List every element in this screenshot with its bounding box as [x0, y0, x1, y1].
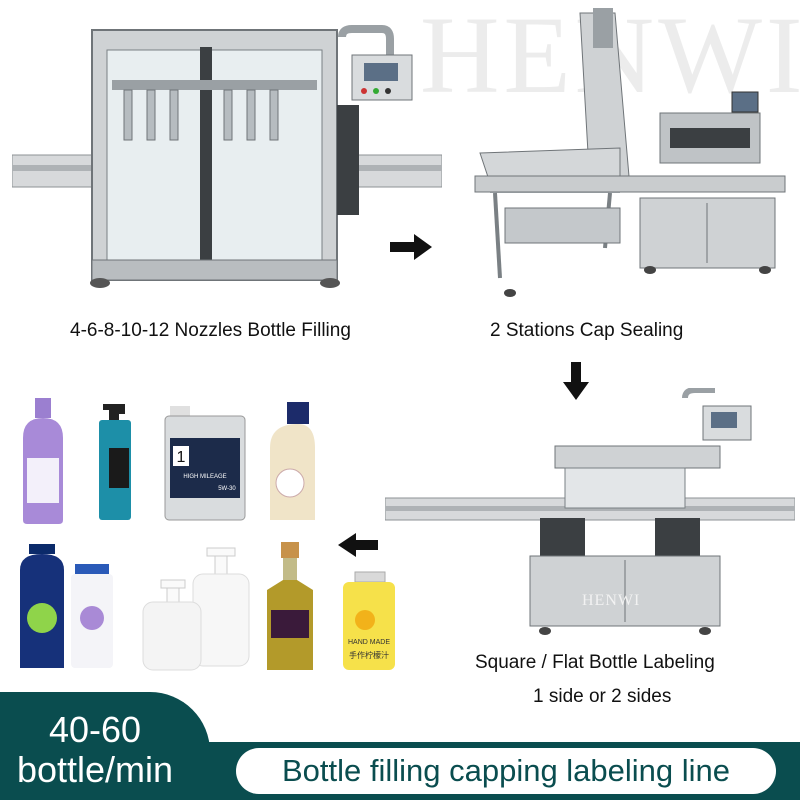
shampoo-bottle-icon — [20, 544, 64, 668]
juice-jar-icon — [343, 571, 395, 670]
oil-can-grade: 5W-30 — [218, 486, 236, 492]
arrow-left-icon — [338, 533, 378, 557]
filling-machine-image — [12, 25, 442, 288]
conditioner-bottle-icon — [71, 564, 113, 668]
detergent-bottle-icon — [270, 402, 315, 520]
lavender-bottle-icon — [23, 398, 63, 524]
product-bottles-row2: HAND MADE 手作柠檬汁 — [20, 542, 395, 671]
oil-can-icon — [164, 406, 246, 521]
labeling-machine-image — [385, 388, 795, 635]
title-pill — [236, 748, 776, 794]
labeling-caption-line1: Square / Flat Bottle Labeling — [475, 652, 715, 673]
juice-label-text: HAND MADE — [348, 639, 390, 646]
juice-label-cn: 手作柠檬汁 — [349, 650, 389, 660]
labeling-caption-line2: 1 side or 2 sides — [533, 686, 672, 707]
banner-title: Bottle filling capping labeling line — [281, 753, 731, 788]
filling-caption: 4-6-8-10-12 Nozzles Bottle Filling — [70, 320, 351, 341]
machine-brand-plate: HENWI — [582, 592, 641, 609]
speed-value: 40-60 — [48, 709, 142, 750]
pump-bottle-icon — [99, 404, 131, 520]
speed-unit: bottle/min — [16, 749, 174, 790]
arrow-down-icon — [563, 362, 589, 400]
oil-can-badge: 1 — [177, 449, 186, 466]
foam-pump-bottles-icon — [142, 547, 250, 671]
glass-bottle-icon — [267, 542, 313, 670]
arrow-right-icon — [390, 234, 432, 260]
capping-caption: 2 Stations Cap Sealing — [490, 320, 684, 341]
speed-tab — [0, 692, 210, 800]
product-bottles-row1: 1 HIGH MILEAGE 5W-30 — [23, 398, 315, 524]
capping-machine-image — [474, 8, 786, 297]
oil-can-text: HIGH MILEAGE — [183, 474, 226, 480]
